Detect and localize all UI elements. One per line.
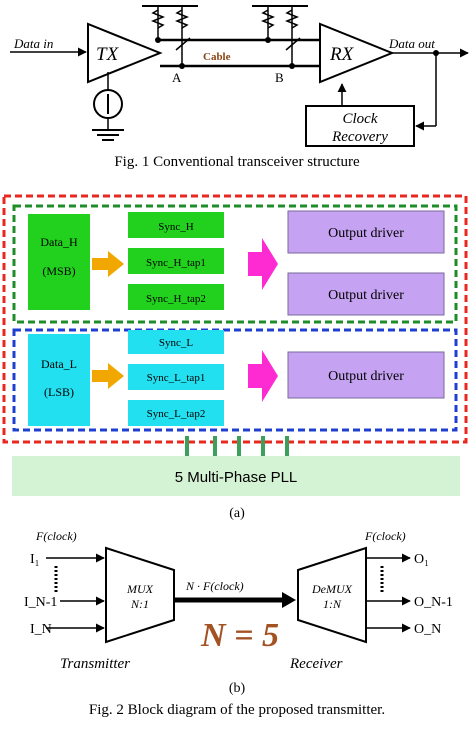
fig2a-block-diagram: Data_H (MSB) Sync_H Sync_H_tap1 Sync_H_t… bbox=[2, 194, 468, 521]
mux-label: MUX bbox=[126, 582, 154, 596]
data-in-label: Data in bbox=[13, 36, 53, 51]
fig1-transceiver: Data in TX Cable A bbox=[10, 5, 469, 170]
output-driver-3-label: Output driver bbox=[328, 369, 404, 384]
sync-h-tap1-block bbox=[128, 248, 224, 274]
clock-recovery-line2: Recovery bbox=[331, 129, 388, 145]
clock-recovery-block bbox=[305, 105, 415, 147]
rx-buffer bbox=[319, 22, 395, 84]
transmitter-label: Transmitter bbox=[60, 656, 130, 672]
fig1-caption: Fig. 1 Conventional transceiver structur… bbox=[114, 154, 360, 170]
data-h-block bbox=[28, 214, 90, 310]
sync-l-tap2-block bbox=[128, 400, 224, 426]
point-a-label: A bbox=[172, 70, 182, 85]
input-in-1: I_N-1 bbox=[24, 595, 57, 610]
fig2b-label: (b) bbox=[229, 681, 246, 696]
multi-phase-pll-block bbox=[12, 456, 460, 496]
output-driver-1 bbox=[287, 210, 445, 254]
clock-recovery-line1: Clock bbox=[343, 111, 378, 127]
output-on-1: O_N-1 bbox=[414, 595, 453, 610]
sync-h-tap1-label: Sync_H_tap1 bbox=[146, 257, 206, 269]
sync-l-label: Sync_L bbox=[159, 337, 194, 349]
fig2b-mux-demux: F(clock) F(clock) I₁ I_N-1 I_N MUX N:1 N… bbox=[24, 529, 453, 718]
msb-label: (MSB) bbox=[42, 264, 75, 278]
f-clock-right: F(clock) bbox=[364, 529, 406, 543]
link-rate-label: N · F(clock) bbox=[185, 579, 244, 593]
data-out-label: Data out bbox=[388, 36, 435, 51]
msb-green-frame bbox=[12, 204, 458, 324]
mux-ratio: N:1 bbox=[130, 597, 149, 611]
tx-label: TX bbox=[96, 44, 120, 65]
tx-buffer bbox=[87, 22, 163, 84]
pll-phase-pins bbox=[185, 436, 289, 458]
output-driver-1-label: Output driver bbox=[328, 226, 404, 241]
output-driver-2 bbox=[287, 272, 445, 316]
n-equals-label: N = 5 bbox=[200, 617, 279, 654]
sync-l-block bbox=[128, 330, 224, 354]
data-l-label: Data_L bbox=[41, 357, 77, 371]
termination-b bbox=[252, 5, 308, 69]
demux-ratio: 1:N bbox=[323, 597, 342, 611]
sync-h-tap2-label: Sync_H_tap2 bbox=[146, 293, 206, 305]
input-i1: I₁ bbox=[30, 552, 40, 567]
sync-h-label: Sync_H bbox=[158, 221, 194, 233]
sync-l-tap2-label: Sync_L_tap2 bbox=[147, 408, 206, 420]
output-on: O_N bbox=[414, 622, 441, 637]
sync-l-tap1-label: Sync_L_tap1 bbox=[147, 372, 206, 384]
termination-a bbox=[142, 5, 198, 69]
sync-h-block bbox=[128, 212, 224, 238]
lsb-blue-frame bbox=[12, 328, 458, 432]
data-l-block bbox=[28, 334, 90, 426]
data-h-label: Data_H bbox=[40, 235, 78, 249]
output-driver-2-label: Output driver bbox=[328, 288, 404, 303]
input-in: I_N bbox=[30, 622, 52, 637]
orange-arrow-msb bbox=[92, 251, 124, 277]
rx-label: RX bbox=[329, 44, 355, 65]
point-b-label: B bbox=[275, 70, 284, 85]
outer-red-frame bbox=[2, 194, 468, 444]
output-o1: O₁ bbox=[414, 552, 429, 567]
f-clock-left: F(clock) bbox=[35, 529, 77, 543]
cable-label: Cable bbox=[203, 51, 231, 63]
output-driver-3 bbox=[287, 351, 445, 399]
magenta-arrow-msb bbox=[248, 238, 278, 290]
fig2-caption: Fig. 2 Block diagram of the proposed tra… bbox=[89, 702, 385, 718]
lsb-label: (LSB) bbox=[44, 385, 74, 399]
mux-block bbox=[105, 546, 175, 644]
demux-block bbox=[297, 546, 367, 644]
magenta-arrow-lsb bbox=[248, 350, 278, 402]
sync-l-tap1-block bbox=[128, 364, 224, 390]
pll-label: 5 Multi-Phase PLL bbox=[175, 469, 298, 486]
orange-arrow-lsb bbox=[92, 363, 124, 389]
demux-label: DeMUX bbox=[311, 582, 353, 596]
receiver-label: Receiver bbox=[289, 656, 343, 672]
sync-h-tap2-block bbox=[128, 284, 224, 310]
fig2a-label: (a) bbox=[229, 506, 245, 521]
